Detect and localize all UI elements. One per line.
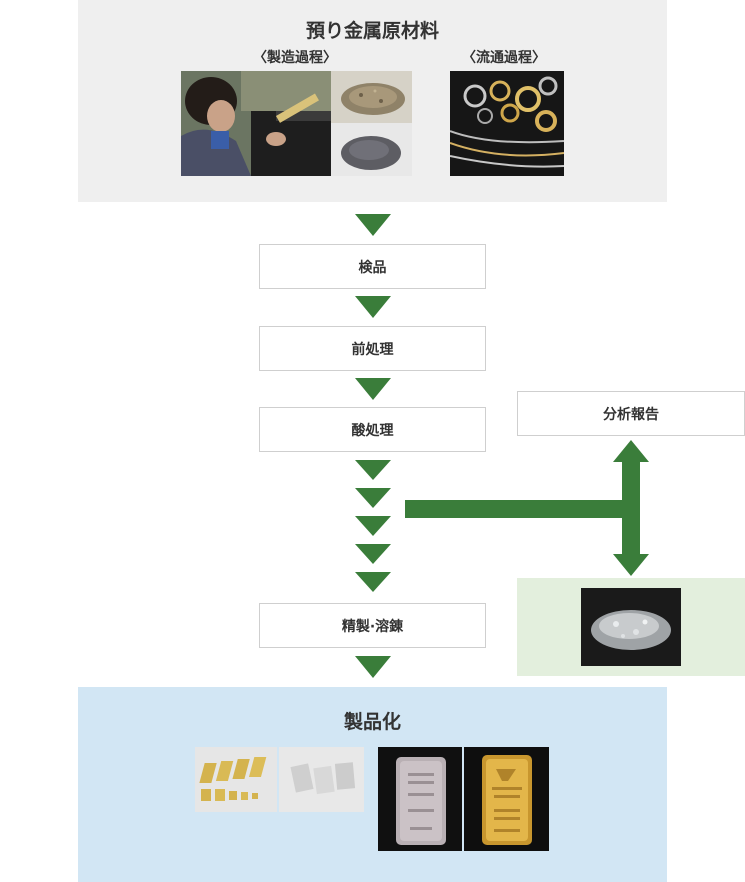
silver-plates-photo [279,747,364,812]
refining-step: 精製·溶錬 [259,603,486,648]
pretreatment-step: 前処理 [259,326,486,371]
sample-crystals-photo [581,588,681,666]
gold-plates-photo [195,747,277,812]
gold-bar-photo [464,747,549,851]
sample-panel [517,578,745,676]
acid-treatment-step: 酸処理 [259,407,486,452]
arrow-down-icon [355,656,391,678]
products-title: 製品化 [343,711,401,733]
sampling-branch-arrow-icon [405,440,649,576]
manufacturing-process-label: 〈製造過程〉 [253,50,337,66]
arrow-down-icon [355,378,391,400]
raw-materials-panel: 預り金属原材料 〈製造過程〉 〈流通過程〉 [78,0,667,202]
analysis-report-step: 分析報告 [517,391,745,436]
arrow-stack-icon [355,460,391,592]
metal-scrap-photo [331,71,412,123]
worker-photo [181,71,331,176]
distribution-process-label: 〈流通過程〉 [462,50,546,66]
arrow-down-icon [355,296,391,318]
metal-powder-photo [331,123,412,176]
jewelry-scrap-photo [450,71,564,176]
products-panel: 製品化 [78,687,667,882]
inspection-step: 検品 [259,244,486,289]
silver-bar-photo [378,747,462,851]
arrow-down-icon [355,214,391,236]
raw-materials-title: 預り金属原材料 [305,20,439,42]
